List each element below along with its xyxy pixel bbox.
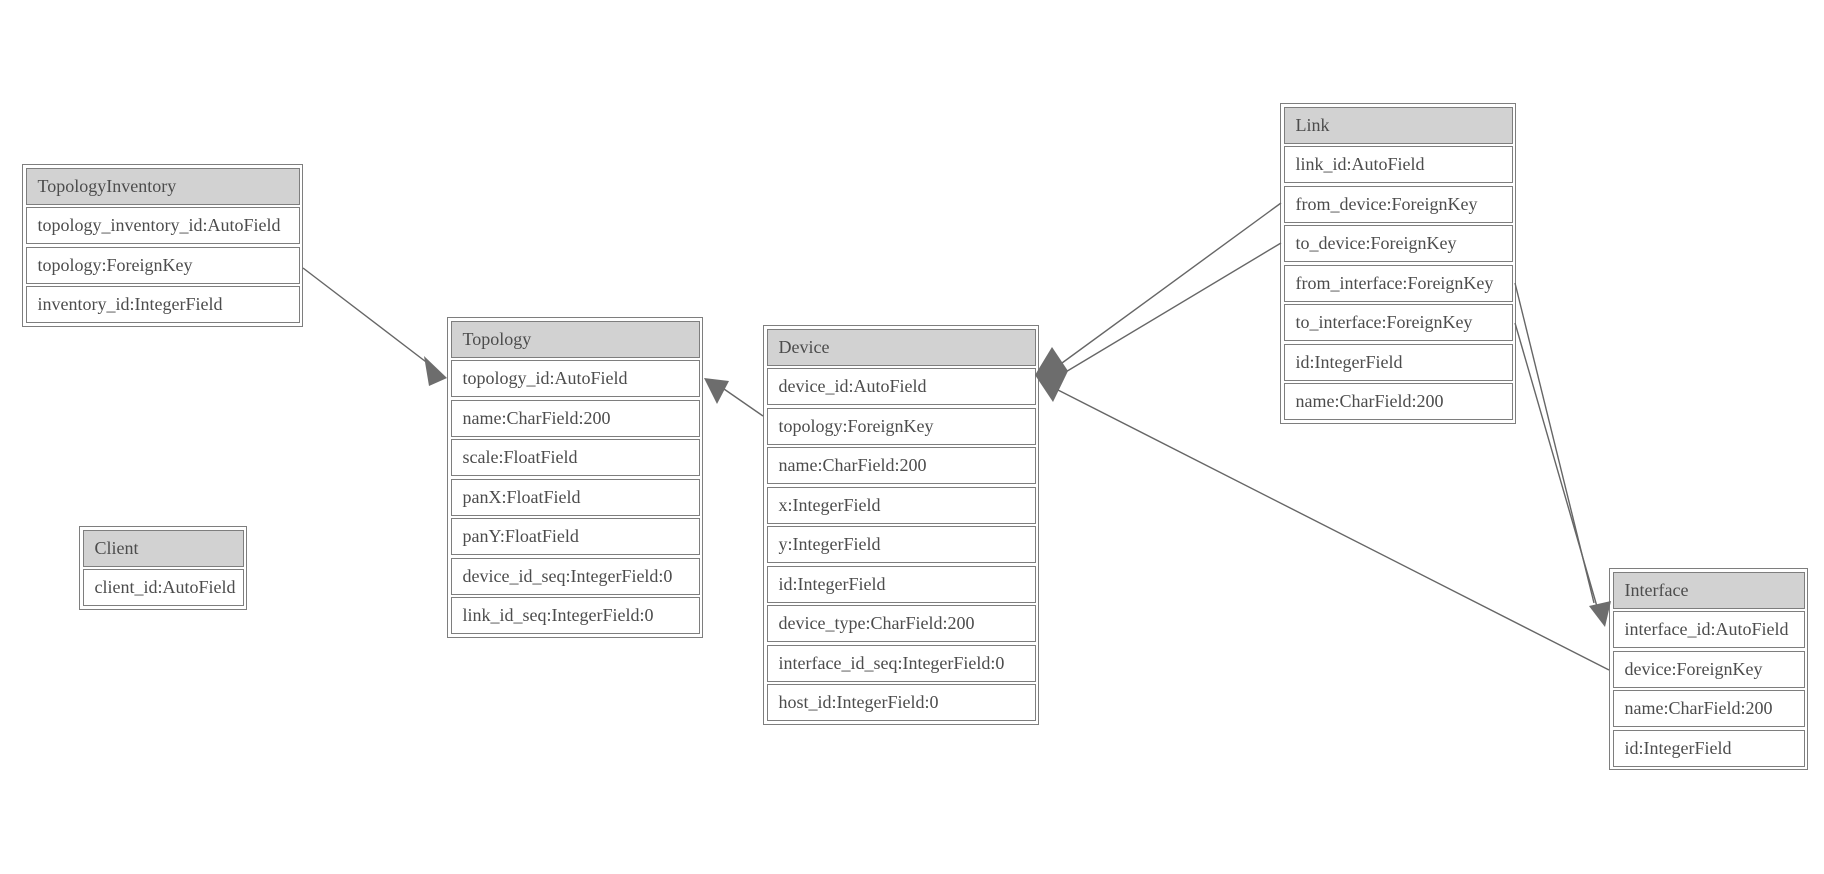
field-row: name:CharField:200 [1283,383,1513,420]
field-row: interface_id:AutoField [1612,611,1805,648]
field-row: id:IntegerField [1612,729,1805,767]
field-row: panY:FloatField [450,518,700,555]
entity-topology-inventory-title: TopologyInventory [25,167,300,205]
field-row: inventory_id:IntegerField [25,286,300,323]
field-row: device:ForeignKey [1612,650,1805,688]
field-row: topology_inventory_id:AutoField [25,207,300,244]
entity-topology-inventory: TopologyInventory topology_inventory_id:… [22,164,303,327]
field-row: id:IntegerField [1283,343,1513,381]
entity-topology-title: Topology [450,320,700,358]
field-row: host_id:IntegerField:0 [766,684,1036,721]
field-row: device_id:AutoField [766,368,1036,405]
field-row: to_interface:ForeignKey [1283,304,1513,341]
field-row: interface_id_seq:IntegerField:0 [766,644,1036,682]
entity-client-title: Client [82,529,244,567]
field-row: topology:ForeignKey [766,407,1036,445]
field-row: x:IntegerField [766,486,1036,524]
entity-client: Client client_id:AutoField [79,526,247,610]
field-row: name:CharField:200 [766,447,1036,484]
field-row: id:IntegerField [766,565,1036,603]
field-row: topology:ForeignKey [25,246,300,284]
entity-client-fields: client_id:AutoField [82,569,244,606]
edge-link-fromdevice-device [1061,202,1282,364]
field-row: name:CharField:200 [450,399,700,437]
edge-link-frominterface-interface [1514,282,1595,604]
edge-link-tointerface-interface [1514,322,1611,627]
entity-device-title: Device [766,328,1036,366]
field-row: device_type:CharField:200 [766,605,1036,642]
field-row: to_device:ForeignKey [1283,225,1513,262]
edge-topologyinventory-topology [302,267,447,386]
device-arrowhead-cluster [1035,347,1068,402]
field-row: y:IntegerField [766,526,1036,563]
field-row: link_id_seq:IntegerField:0 [450,597,700,634]
field-row: from_device:ForeignKey [1283,185,1513,223]
field-row: link_id:AutoField [1283,146,1513,183]
field-row: device_id_seq:IntegerField:0 [450,557,700,595]
entity-interface-title: Interface [1612,571,1805,609]
field-row: name:CharField:200 [1612,690,1805,727]
edge-interface-device [1057,389,1610,671]
entity-link-title: Link [1283,106,1513,144]
edge-device-topology [704,378,764,417]
field-row: panX:FloatField [450,478,700,516]
edge-link-todevice-device [1063,242,1282,374]
field-row: scale:FloatField [450,439,700,476]
field-row: topology_id:AutoField [450,360,700,397]
field-row: client_id:AutoField [82,569,244,606]
field-row: from_interface:ForeignKey [1283,264,1513,302]
